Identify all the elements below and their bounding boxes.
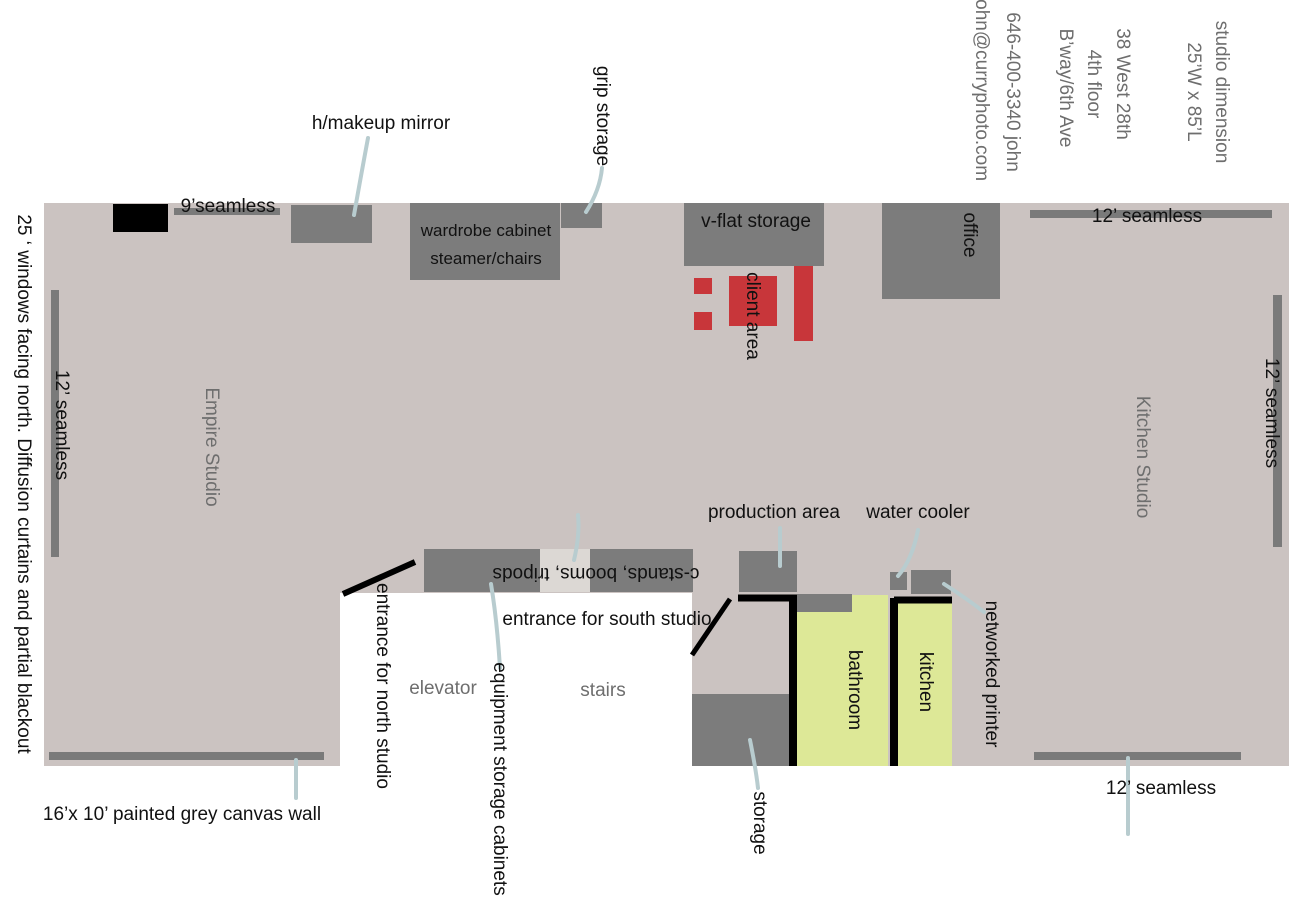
label-canvas-wall: 16’x 10’ painted grey canvas wall xyxy=(43,804,321,825)
label-address-line2: 4th floor xyxy=(1083,50,1104,119)
leader-equipment xyxy=(489,582,502,670)
label-water-cooler: water cooler xyxy=(865,502,970,523)
bathroom-room xyxy=(797,595,888,766)
label-entrance-north: entrance for north studio xyxy=(372,583,393,789)
furniture xyxy=(113,203,1000,766)
label-client-area: client area xyxy=(742,272,763,360)
label-windows-note: 25 ‘ windows facing north. Diffusion cur… xyxy=(13,214,34,754)
floor-main xyxy=(44,203,1289,593)
seamless-right xyxy=(1273,295,1282,547)
leader-cstands xyxy=(572,513,581,562)
leader-makeup-mirror xyxy=(352,136,370,217)
walls xyxy=(341,559,952,766)
client-area xyxy=(694,266,813,341)
south-entrance-door xyxy=(689,597,733,657)
leader-lines xyxy=(294,136,1130,836)
office-room xyxy=(882,203,1000,299)
label-studio-dimension-title: studio dimension xyxy=(1211,21,1232,164)
bathroom-fixture xyxy=(797,594,852,612)
networked-printer xyxy=(911,570,951,594)
production-area xyxy=(739,551,797,592)
label-email: john@curryphoto.com xyxy=(971,0,992,181)
floor-north-wing xyxy=(44,592,340,766)
seamless-bottom-right xyxy=(1034,752,1241,760)
seamless-backdrops xyxy=(49,208,1282,760)
label-equipment-storage: equipment storage cabinets xyxy=(489,662,510,895)
label-seamless-top-right: 12’ seamless xyxy=(1092,206,1202,227)
label-networked-printer: networked printer xyxy=(981,601,1002,748)
storage xyxy=(692,694,789,766)
label-storage: storage xyxy=(749,791,770,854)
label-grip-storage: grip storage xyxy=(592,66,613,166)
label-cstands: c-stands, booms, tripods xyxy=(493,563,700,584)
client-chair xyxy=(694,312,712,330)
label-kitchen: kitchen xyxy=(915,652,936,712)
label-vflat-storage: v-flat storage xyxy=(701,211,811,232)
leader-grip-storage xyxy=(584,166,604,214)
kitchen-room xyxy=(898,602,952,766)
label-seamless-bottom-right: 12’ seamless xyxy=(1106,778,1216,799)
canvas-wall xyxy=(49,752,324,760)
north-entrance-door xyxy=(341,559,417,597)
label-address-line1: 38 West 28th xyxy=(1112,28,1133,140)
label-address-line3: B’way/6th Ave xyxy=(1055,28,1076,147)
label-seamless-left: 12’ seamless xyxy=(51,370,72,480)
vflat-storage xyxy=(684,203,824,266)
client-chair xyxy=(694,278,712,294)
label-studio-dimension-value: 25’W x 85’L xyxy=(1183,42,1204,141)
label-phone: 646-400-3340 john xyxy=(1002,12,1023,172)
label-office: office xyxy=(959,212,980,257)
label-bathroom: bathroom xyxy=(844,650,865,730)
water-cooler xyxy=(890,572,907,590)
client-table xyxy=(729,276,777,326)
label-elevator: elevator xyxy=(409,678,477,699)
label-wardrobe-line2: steamer/chairs xyxy=(430,249,541,268)
label-seamless-9: 9’seamless xyxy=(181,196,276,217)
floor xyxy=(44,203,1289,766)
leader-printer xyxy=(942,582,986,614)
grip-storage xyxy=(561,203,602,228)
label-stairs: stairs xyxy=(580,680,625,701)
seamless-top-right xyxy=(1030,210,1272,218)
leader-storage xyxy=(748,738,760,790)
leader-water-cooler xyxy=(896,528,920,578)
label-empire-studio: Empire Studio xyxy=(201,387,222,506)
label-entrance-south: entrance for south studio xyxy=(502,609,711,630)
client-sofa xyxy=(794,266,813,341)
seamless-9 xyxy=(174,208,280,215)
label-seamless-right: 12’ seamless xyxy=(1261,358,1282,468)
tripod-zone xyxy=(540,549,590,592)
makeup-mirror xyxy=(291,205,372,243)
label-makeup-mirror: h/makeup mirror xyxy=(312,113,451,134)
black-box xyxy=(113,204,168,232)
wardrobe-cabinet xyxy=(410,203,560,280)
label-production-area: production area xyxy=(708,502,840,523)
label-kitchen-studio: Kitchen Studio xyxy=(1132,396,1153,519)
seamless-left xyxy=(51,290,59,557)
label-wardrobe-line1: wardrobe cabinet xyxy=(420,221,552,240)
